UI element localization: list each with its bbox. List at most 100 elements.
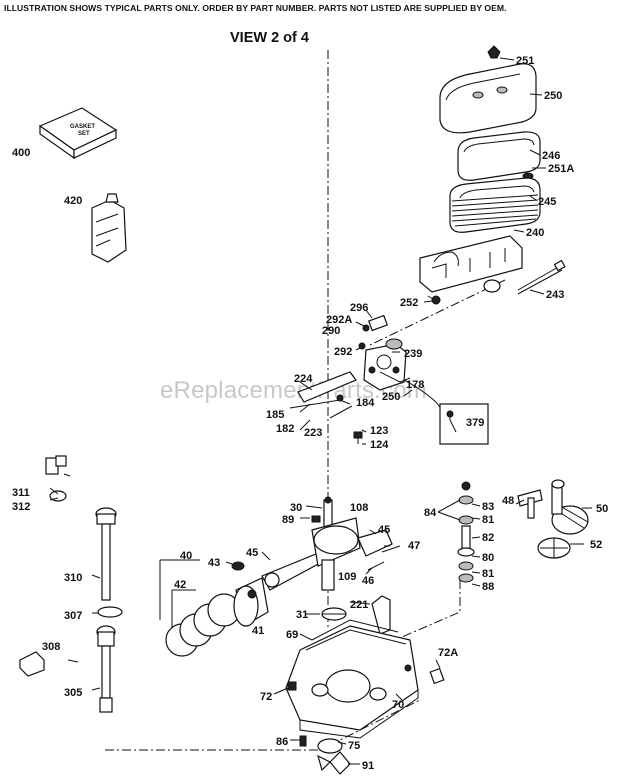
wing-nut-part (487, 45, 501, 59)
label-292: 292 (334, 346, 352, 358)
label-420: 420 (64, 195, 82, 207)
long-bolt (517, 259, 566, 295)
label-41: 41 (252, 625, 264, 637)
label-81a: 81 (482, 514, 494, 526)
bracket-48 (517, 489, 543, 519)
governor-linkage (289, 371, 357, 419)
label-45b: 45 (246, 547, 258, 559)
label-224: 224 (294, 373, 313, 385)
label-123: 123 (370, 425, 388, 437)
oil-seal-part (317, 738, 343, 754)
air-cleaner-cover (439, 63, 537, 134)
label-290: 290 (322, 325, 340, 337)
label-75: 75 (348, 740, 360, 752)
label-81b: 81 (482, 568, 494, 580)
dipstick (45, 455, 67, 502)
label-50: 50 (596, 503, 608, 515)
governor-shaft (371, 595, 391, 635)
label-72a: 72A (438, 647, 458, 659)
label-184: 184 (356, 397, 375, 409)
label-292a: 292A (326, 314, 352, 326)
label-83: 83 (482, 501, 494, 513)
right-assembly-line (394, 580, 461, 641)
gasket-set-box: GASKET SET (38, 107, 118, 160)
label-31: 31 (296, 609, 308, 621)
label-46: 46 (362, 575, 374, 587)
air-filter-element (449, 177, 541, 233)
crankcase-base (285, 625, 419, 739)
label-86: 86 (276, 736, 288, 748)
piston-rings (165, 593, 241, 657)
drain-plug-part (287, 681, 297, 691)
label-88: 88 (482, 581, 494, 593)
label-89: 89 (282, 514, 294, 526)
fill-tube (95, 507, 123, 713)
label-185: 185 (266, 409, 284, 421)
crank-gear (321, 607, 347, 621)
label-70: 70 (392, 699, 404, 711)
label-305: 305 (64, 687, 82, 699)
label-91: 91 (362, 760, 374, 772)
label-47: 47 (408, 540, 420, 552)
air-cleaner-axis (369, 279, 506, 346)
label-108: 108 (350, 502, 368, 514)
cam-gear (537, 537, 571, 559)
label-239: 239 (404, 348, 422, 360)
label-250b: 250 (382, 391, 400, 403)
view-title: VIEW 2 of 4 (230, 30, 309, 46)
key-part (311, 515, 321, 523)
label-251a: 251A (548, 163, 574, 175)
label-178: 178 (406, 379, 424, 391)
label-82: 82 (482, 532, 494, 544)
label-223: 223 (304, 427, 322, 439)
label-252: 252 (400, 297, 418, 309)
label-52: 52 (590, 539, 602, 551)
label-182: 182 (276, 423, 294, 435)
small-clip-part (353, 431, 363, 444)
label-109: 109 (338, 571, 356, 583)
crankshaft (311, 496, 361, 591)
air-cleaner-base (419, 235, 523, 293)
piston (233, 577, 269, 627)
wrist-pin-clip (231, 561, 245, 571)
small-bolt (299, 735, 307, 747)
tube-clamp (19, 651, 45, 677)
label-84: 84 (424, 507, 437, 519)
label-246: 246 (542, 150, 560, 162)
label-124: 124 (370, 439, 389, 451)
gasket-box-line-2: SET (78, 131, 90, 137)
camshaft (551, 479, 589, 535)
precleaner (457, 131, 541, 181)
pipe-plug-part (404, 664, 445, 685)
label-245: 245 (538, 196, 556, 208)
label-40: 40 (180, 550, 192, 562)
label-42: 42 (174, 579, 186, 591)
label-296: 296 (350, 302, 368, 314)
throttle-shaft-part (358, 314, 388, 350)
inset-box-379 (439, 403, 489, 445)
oil-bottle (91, 193, 127, 263)
label-72: 72 (260, 691, 272, 703)
label-400: 400 (12, 147, 30, 159)
rod-cap (357, 529, 393, 557)
carb-gasket (385, 338, 403, 350)
fuel-line (403, 379, 443, 411)
label-221: 221 (350, 599, 368, 611)
label-243: 243 (546, 289, 564, 301)
label-251: 251 (516, 55, 534, 67)
label-43: 43 (208, 557, 220, 569)
tappet-stack (457, 481, 475, 583)
gasket-box-line-1: GASKET (70, 124, 95, 130)
leader-lines (49, 57, 592, 765)
diagram-header-note: ILLUSTRATION SHOWS TYPICAL PARTS ONLY. O… (4, 3, 507, 13)
label-30: 30 (290, 502, 302, 514)
label-240: 240 (526, 227, 544, 239)
label-80: 80 (482, 552, 494, 564)
label-312: 312 (12, 501, 30, 513)
label-48: 48 (502, 495, 514, 507)
label-311: 311 (12, 487, 30, 499)
slinger-fan (317, 751, 351, 775)
screw-part (427, 295, 441, 305)
label-250: 250 (544, 90, 562, 102)
